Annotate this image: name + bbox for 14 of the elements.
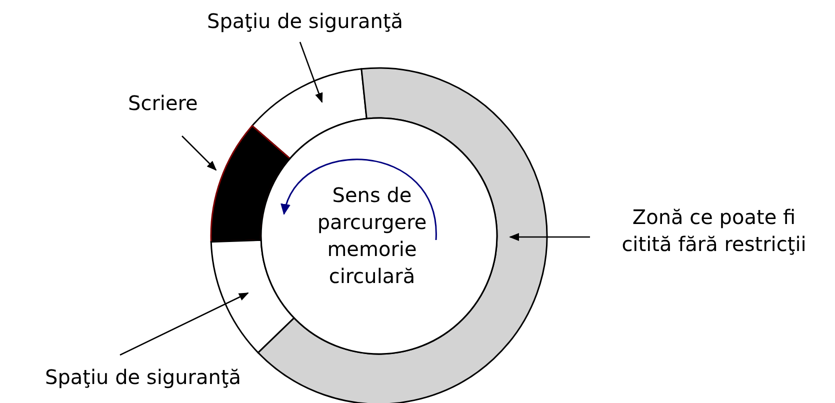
center-label: Sens de parcurgere memorie circulară — [307, 182, 437, 290]
callout-label: Spaţiu de siguranţă — [207, 8, 404, 35]
leader-arrow — [299, 42, 323, 103]
inner-circle — [260, 117, 498, 355]
leader-arrow — [120, 292, 249, 356]
callout-label: Spaţiu de siguranţă — [45, 364, 242, 391]
write-segment — [210, 125, 291, 243]
buffer-segment — [210, 239, 295, 354]
readable-segment — [257, 67, 548, 403]
callout-label: Zonă ce poate fi citită fără restricţii — [612, 204, 816, 258]
callout-label: Scriere — [128, 90, 198, 117]
leader-arrow — [509, 233, 590, 241]
leader-arrow — [182, 136, 217, 171]
buffer-segment — [251, 68, 368, 160]
